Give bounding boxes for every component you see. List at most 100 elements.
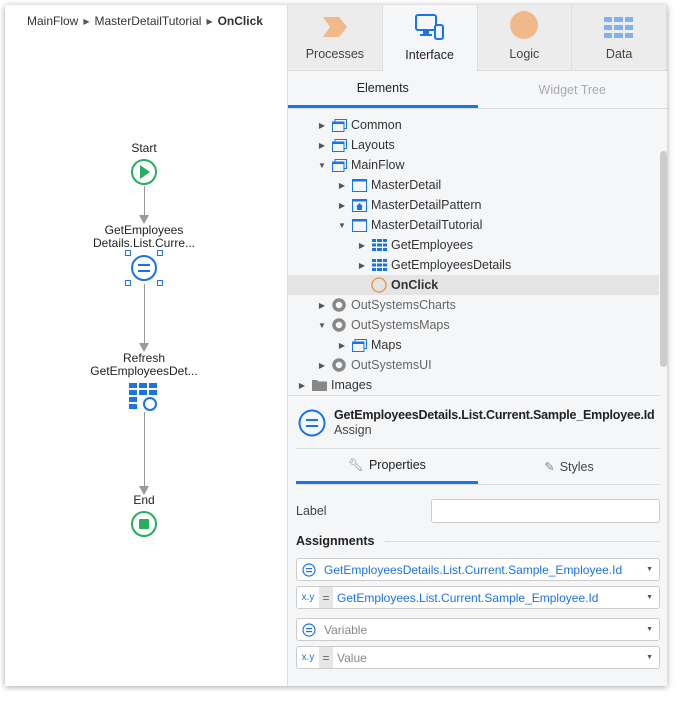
properties-section: GetEmployeesDetails.List.Current.Sample_… <box>288 395 660 669</box>
tab-label: Logic <box>509 47 540 61</box>
selected-element-header: GetEmployeesDetails.List.Current.Sample_… <box>296 408 660 438</box>
refresh-data-icon[interactable] <box>129 383 161 413</box>
tab-label: Data <box>605 47 633 61</box>
connector <box>144 186 145 216</box>
tree-item-layouts[interactable]: ▶Layouts <box>288 135 659 155</box>
tab-elements[interactable]: Elements <box>288 71 478 108</box>
collapse-arrow-icon[interactable]: ▼ <box>338 220 346 230</box>
dropdown-arrow-icon: ▼ <box>646 626 653 633</box>
tree-item-maps[interactable]: ▶ Maps <box>288 335 659 355</box>
expand-arrow-icon[interactable]: ▶ <box>358 240 366 250</box>
breadcrumb-item[interactable]: MasterDetailTutorial <box>94 14 202 28</box>
dropdown-arrow-icon: ▼ <box>646 654 653 661</box>
tab-logic[interactable]: Logic <box>477 5 573 71</box>
label-input[interactable] <box>431 499 660 523</box>
tree-item-outsystemsui[interactable]: ▶ OutSystemsUI <box>288 355 659 375</box>
expand-arrow-icon[interactable]: ▶ <box>338 340 346 350</box>
tree-item-label: Images <box>331 378 372 392</box>
expand-arrow-icon[interactable]: ▶ <box>318 360 326 370</box>
module-icon <box>331 318 347 332</box>
tab-data[interactable]: Data <box>572 5 667 71</box>
tree-item-getemployees[interactable]: ▶GetEmployees <box>288 235 659 255</box>
tree-item-masterdetailtutorial[interactable]: ▼MasterDetailTutorial <box>288 215 659 235</box>
assignments-header: Assignments <box>296 534 660 548</box>
selection-handle[interactable] <box>157 250 163 256</box>
divider <box>384 540 660 542</box>
logic-icon <box>510 11 539 39</box>
assign-label-line: GetEmployees <box>104 223 184 237</box>
right-panel: Processes Interface Logic Data Elements … <box>287 5 667 686</box>
start-node-icon[interactable] <box>130 158 158 186</box>
tree-item-outsystemsmaps[interactable]: ▼OutSystemsMaps <box>288 315 659 335</box>
tree-item-label: Maps <box>371 338 402 352</box>
breadcrumb-separator-icon: ▶ <box>206 16 213 26</box>
assign-node-icon[interactable] <box>130 254 158 282</box>
tree-item-onclick[interactable]: OnClick <box>288 275 659 295</box>
equals-sign: = <box>319 647 333 668</box>
flow-canvas[interactable]: MainFlow▶ MasterDetailTutorial▶ OnClick … <box>5 5 287 686</box>
action-icon <box>371 277 387 293</box>
assignment-variable-select[interactable]: GetEmployeesDetails.List.Current.Sample_… <box>296 558 660 581</box>
assignment-value-select[interactable]: x.y = GetEmployees.List.Current.Sample_E… <box>296 586 660 609</box>
tree-item-label: MasterDetail <box>371 178 442 192</box>
expand-arrow-icon[interactable]: ▶ <box>318 300 326 310</box>
expand-arrow-icon[interactable]: ▶ <box>298 380 306 390</box>
expand-arrow-icon[interactable]: ▶ <box>318 120 326 130</box>
end-node-icon[interactable] <box>130 510 158 538</box>
tree-item-common[interactable]: ▶Common <box>288 115 659 135</box>
selection-handle[interactable] <box>125 280 131 286</box>
tree-item-outsystemscharts[interactable]: ▶ OutSystemsCharts <box>288 295 659 315</box>
start-label: Start <box>131 141 157 155</box>
tree-item-label: OutSystemsUI <box>351 358 432 372</box>
tab-processes[interactable]: Processes <box>288 5 383 71</box>
value-text: Value <box>337 650 367 665</box>
tab-styles[interactable]: ✎Styles <box>478 449 660 484</box>
tree-item-masterdetailpattern[interactable]: ▶ MasterDetailPattern <box>288 195 659 215</box>
expand-arrow-icon[interactable]: ▶ <box>318 140 326 150</box>
interface-icon <box>414 14 444 40</box>
tree-item-mainflow[interactable]: ▼MainFlow <box>288 155 659 175</box>
tab-properties[interactable]: 🔧︎Properties <box>296 449 478 484</box>
tab-label: Properties <box>368 458 426 472</box>
assignments-list: GetEmployeesDetails.List.Current.Sample_… <box>296 558 660 669</box>
breadcrumb-current: OnClick <box>217 14 263 28</box>
screen-icon <box>351 218 367 232</box>
dropdown-arrow-icon: ▼ <box>646 594 653 601</box>
module-icon <box>331 298 347 312</box>
tree-item-label: MasterDetailPattern <box>371 198 482 212</box>
assignment-variable-select[interactable]: Variable ▼ <box>296 618 660 641</box>
equals-sign: = <box>319 587 333 608</box>
expand-arrow-icon[interactable]: ▶ <box>338 200 346 210</box>
tree-scrollbar[interactable] <box>660 151 667 367</box>
selected-element-type: Assign <box>334 423 372 437</box>
sub-tabs: Elements Widget Tree <box>288 71 667 109</box>
selection-handle[interactable] <box>157 280 163 286</box>
property-tabs: 🔧︎Properties ✎Styles <box>296 448 660 485</box>
breadcrumb: MainFlow ▶ MasterDetailTutorial ▶ OnClick <box>27 14 263 28</box>
processes-icon <box>322 17 347 37</box>
label-input-value <box>432 508 641 514</box>
refresh-label-line: GetEmployeesDet... <box>90 364 198 378</box>
home-icon <box>351 198 367 212</box>
expand-arrow-icon[interactable]: ▶ <box>358 260 366 270</box>
breadcrumb-separator-icon: ▶ <box>83 16 90 26</box>
tab-label: Processes <box>305 47 365 61</box>
breadcrumb-item[interactable]: MainFlow <box>27 14 79 28</box>
tab-label: Styles <box>559 459 594 474</box>
tree-item-masterdetail[interactable]: ▶ MasterDetail <box>288 175 659 195</box>
tab-widget-tree[interactable]: Widget Tree <box>538 82 606 97</box>
assign-variable-icon <box>302 622 316 637</box>
collapse-arrow-icon[interactable]: ▼ <box>318 320 326 330</box>
connector-arrow <box>139 343 149 352</box>
tree-item-getemployeesdetails[interactable]: ▶GetEmployeesDetails <box>288 255 659 275</box>
tab-interface[interactable]: Interface <box>382 5 478 71</box>
flow-icon <box>351 338 367 352</box>
tree-item-images[interactable]: ▶ Images <box>288 375 659 395</box>
selection-handle[interactable] <box>125 250 131 256</box>
variable-text: Variable <box>324 622 368 637</box>
tree-item-label: OutSystemsCharts <box>351 298 456 312</box>
collapse-arrow-icon[interactable]: ▼ <box>318 160 326 170</box>
expand-arrow-icon[interactable]: ▶ <box>338 180 346 190</box>
top-tabs: Processes Interface Logic Data <box>288 5 667 71</box>
assignment-value-select[interactable]: x.y = Value ▼ <box>296 646 660 669</box>
